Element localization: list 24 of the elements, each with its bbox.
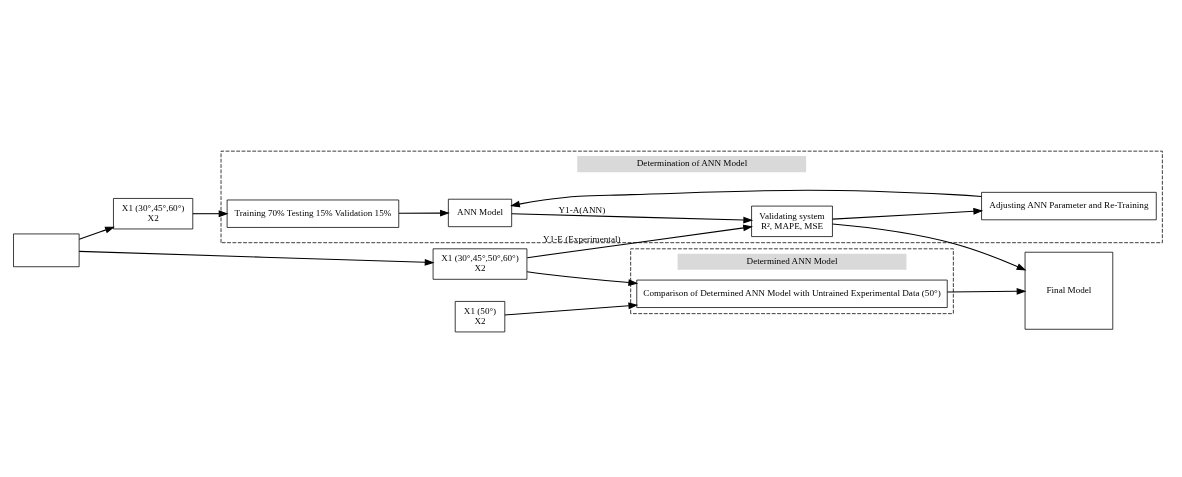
node-box: Final Model (1024, 251, 1114, 330)
arrow (832, 223, 1027, 271)
node-box: X1 (30°,45°,50°,60°) X2 (432, 248, 528, 280)
edge-label: Y1-A(ANN) (558, 204, 606, 215)
arrow (946, 287, 1027, 295)
arrow (192, 210, 229, 218)
node-box (13, 233, 80, 268)
node-box: Training 70% Testing 15% Validation 15% (226, 199, 400, 228)
arrow (78, 226, 115, 240)
node-box: Adjusting ANN Parameter and Re-Training (981, 191, 1157, 221)
arrow (511, 213, 754, 224)
node-box: ANN Model (447, 198, 513, 228)
arrow (832, 207, 984, 220)
arrow (78, 250, 435, 266)
node-box: Validating system R², MAPE, MSE (751, 205, 833, 237)
arrow (526, 224, 753, 259)
node-box: X1 (30°,45°,60°) X2 (113, 198, 194, 230)
arrow (510, 189, 982, 208)
arrow (526, 271, 639, 286)
node-box: X1 (50°) X2 (454, 301, 506, 333)
node-box: Comparison of Determined ANN Model with Untrained Experimental Data (50°) (636, 279, 948, 308)
edge-label: Y1-E (Experimental) (543, 234, 621, 245)
arrow (398, 209, 450, 217)
arrow (504, 302, 639, 316)
